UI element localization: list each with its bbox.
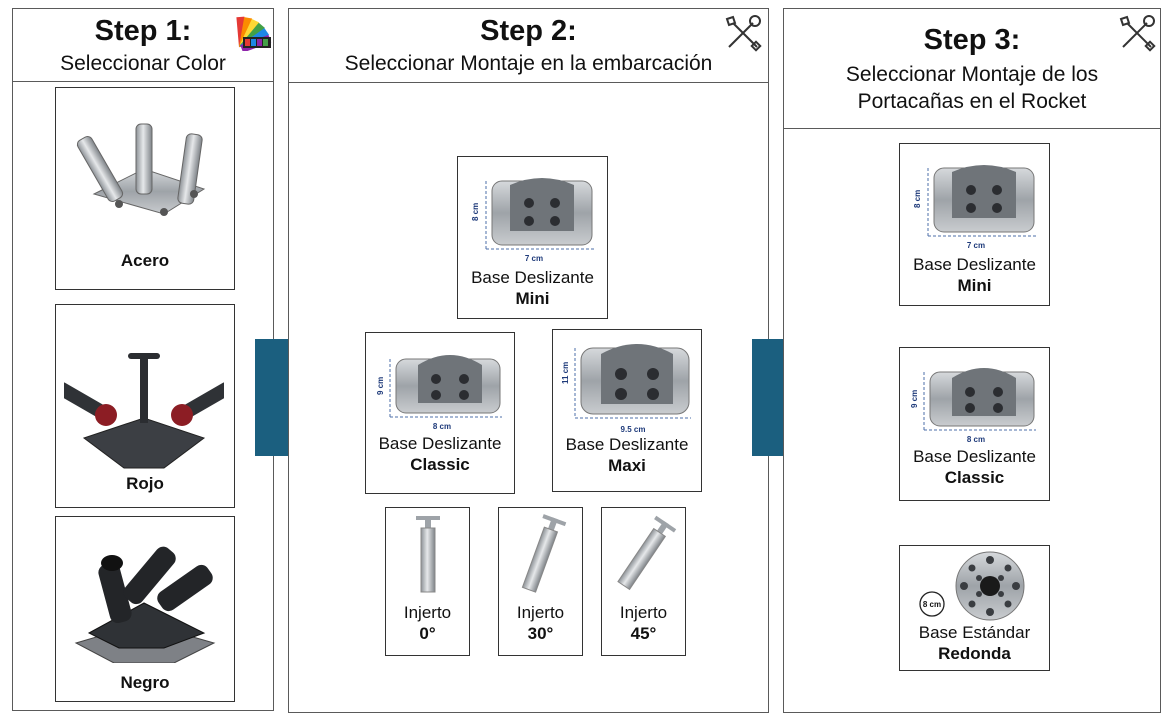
- red-rod-holder-image: [64, 353, 224, 469]
- black-rod-holder-image: [74, 546, 216, 663]
- dimension-height: 9 cm: [376, 377, 385, 395]
- step-1-subtitle: Seleccionar Color: [60, 52, 226, 75]
- dimension-diameter: 8 cm: [923, 600, 941, 609]
- mount-classic-image: 9 cm 8 cm: [910, 368, 1036, 444]
- mount-redonda-image: 8 cm: [919, 551, 1025, 621]
- step-3-subtitle-line-1: Seleccionar Montaje de los: [845, 63, 1099, 86]
- graft-0-image: [416, 516, 440, 593]
- dimension-width: 8 cm: [967, 435, 985, 444]
- step-3-panel: Step 3: Seleccionar Montaje de los Porta…: [783, 8, 1161, 713]
- dimension-height: 11 cm: [561, 362, 570, 384]
- dimension-width: 8 cm: [433, 422, 451, 431]
- base-mini-image: 8 cm 7 cm: [471, 178, 594, 263]
- step-1-panel: Step 1: Seleccionar Color Acero: [12, 8, 274, 711]
- step-1-title: Step 1:: [94, 15, 192, 47]
- dimension-height: 9 cm: [910, 390, 919, 408]
- color-label-rojo: Rojo: [126, 474, 164, 493]
- steel-rod-holder-image: [76, 123, 206, 216]
- dimension-width: 7 cm: [525, 254, 543, 263]
- graft-30-image: [521, 514, 567, 593]
- tools-icon: [1119, 15, 1156, 52]
- color-label-acero: Acero: [120, 251, 170, 270]
- step-2-panel: Step 2: Seleccionar Montaje en la embarc…: [288, 8, 769, 713]
- color-palette-icon: [236, 16, 272, 51]
- dimension-height: 8 cm: [913, 190, 922, 208]
- graft-45-image: [617, 515, 677, 591]
- base-maxi-image: 11 cm 9.5 cm: [561, 344, 691, 434]
- dimension-width: 9.5 cm: [621, 425, 646, 434]
- step-3-subtitle-line-2: Portacañas en el Rocket: [857, 90, 1087, 113]
- color-label-negro: Negro: [120, 673, 170, 692]
- mount-mini-image: 8 cm 7 cm: [913, 165, 1036, 250]
- dimension-width: 7 cm: [967, 241, 985, 250]
- step-1-header: Step 1: Seleccionar Color: [13, 9, 273, 82]
- color-option-acero[interactable]: Acero: [55, 87, 235, 290]
- color-option-rojo[interactable]: Rojo: [55, 304, 235, 508]
- step-3-title: Step 3:: [923, 24, 1021, 56]
- step-3-header: Step 3: Seleccionar Montaje de los Porta…: [784, 9, 1160, 129]
- step-2-header: Step 2: Seleccionar Montaje en la embarc…: [289, 9, 768, 83]
- tools-icon: [725, 15, 762, 52]
- dimension-height: 8 cm: [471, 203, 480, 221]
- base-classic-image: 9 cm 8 cm: [376, 355, 502, 431]
- step-2-subtitle: Seleccionar Montaje en la embarcación: [344, 52, 713, 75]
- step-2-title: Step 2:: [480, 15, 577, 47]
- color-option-negro[interactable]: Negro: [55, 516, 235, 702]
